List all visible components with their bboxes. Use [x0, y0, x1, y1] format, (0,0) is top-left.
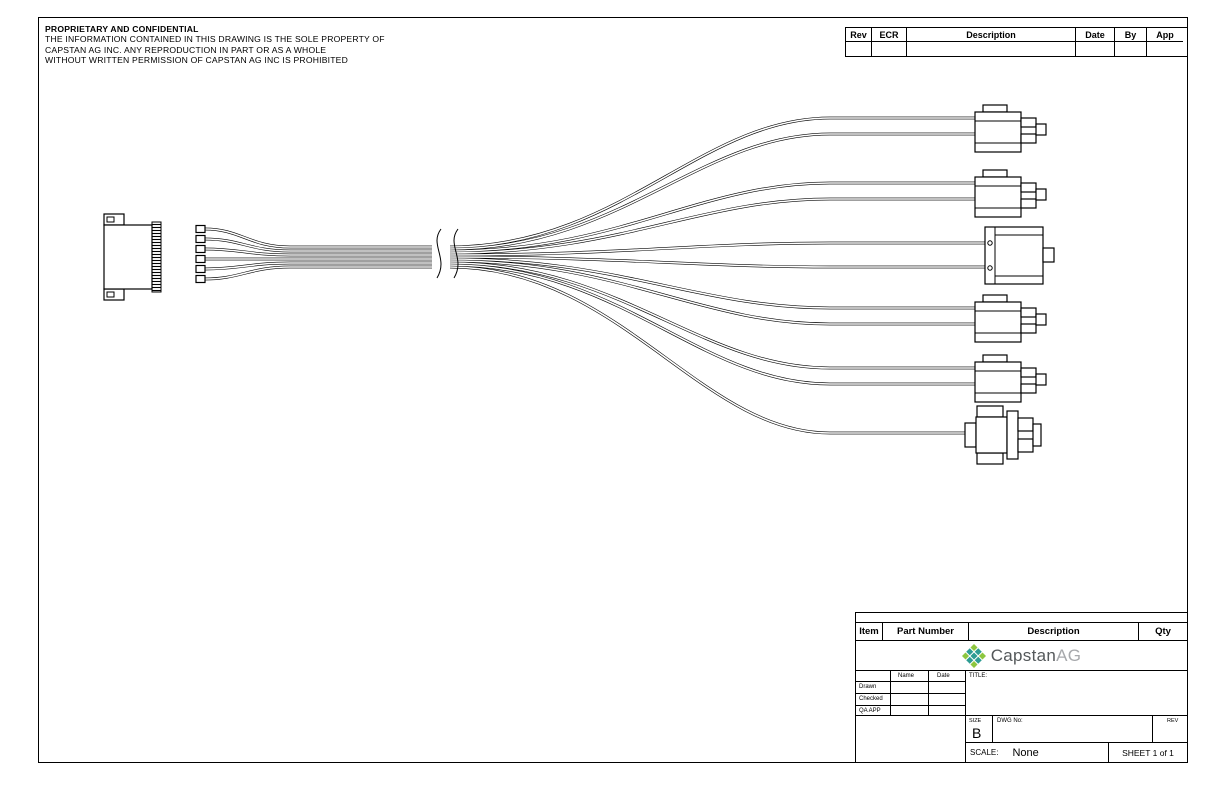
revision-table: Rev ECR Description Date By App — [845, 27, 1188, 57]
approvals-row-qa-app: QA APP — [859, 708, 881, 714]
rev-empty-cell — [846, 42, 872, 56]
proprietary-notice: PROPRIETARY AND CONFIDENTIAL THE INFORMA… — [45, 24, 445, 66]
capstan-logo-text: CapstanAG — [991, 646, 1082, 666]
approvals-name-header: Name — [898, 673, 915, 679]
rev-empty-cell — [1076, 42, 1115, 56]
bom-header-part-number: Part Number — [883, 623, 969, 641]
approvals-date-header: Date — [937, 673, 950, 679]
scale-cell: SCALE: None — [966, 743, 1109, 762]
size-value: B — [972, 725, 982, 741]
capstan-logo-icon — [961, 643, 986, 668]
bom-header-item: Item — [856, 623, 883, 641]
notice-line-1: THE INFORMATION CONTAINED IN THIS DRAWIN… — [45, 34, 385, 45]
rev-empty-cell — [872, 42, 907, 56]
title-block: Item Part Number Description Qty Capstan — [855, 612, 1188, 763]
rev-label: REV — [1167, 718, 1179, 724]
rev-empty-cell — [907, 42, 1076, 56]
title-label: TITLE: — [969, 673, 988, 679]
wire-stubs — [195, 224, 434, 284]
logo-row: CapstanAG — [856, 641, 1187, 671]
wire-bundle — [448, 116, 987, 435]
rev-header-description: Description — [907, 28, 1076, 42]
rev-header-date: Date — [1076, 28, 1115, 42]
title-block-empty-cell — [856, 716, 966, 762]
rev-header-rev: Rev — [846, 28, 872, 42]
approvals-row-drawn: Drawn — [859, 684, 877, 690]
scale-label: SCALE: — [970, 748, 999, 757]
left-connector — [103, 213, 162, 301]
wire-terminals — [195, 224, 206, 284]
connector-3 — [984, 226, 1055, 285]
logo-brand: Capstan — [990, 645, 1057, 665]
rev-header-ecr: ECR — [872, 28, 907, 42]
connector-5 — [974, 354, 1047, 403]
notice-line-3: WITHOUT WRITTEN PERMISSION OF CAPSTAN AG… — [45, 55, 349, 66]
approvals-row-checked: Checked — [859, 696, 883, 702]
break-symbol — [436, 228, 459, 279]
bom-header-description: Description — [969, 623, 1139, 641]
connector-4 — [974, 294, 1047, 343]
scale-value: None — [1012, 746, 1039, 759]
bom-header-qty: Qty — [1139, 623, 1187, 641]
sheet-border — [38, 17, 1188, 763]
approvals-table: Name Date Drawn Checked QA APP — [856, 671, 966, 716]
bom-empty-strip — [856, 613, 1187, 623]
logo-suffix: AG — [1056, 645, 1082, 665]
notice-line-2: CAPSTAN AG INC. ANY REPRODUCTION IN PART… — [45, 44, 327, 55]
title-cell: TITLE: — [966, 671, 1187, 716]
rev-cell: REV — [1153, 716, 1187, 743]
rev-empty-cell — [1115, 42, 1147, 56]
notice-title: PROPRIETARY AND CONFIDENTIAL — [45, 24, 199, 34]
dwg-no-cell: DWG No: — [993, 716, 1153, 743]
connector-6 — [964, 405, 1042, 465]
rev-header-app: App — [1147, 28, 1183, 42]
size-cell: SIZE B — [966, 716, 993, 743]
dwg-no-label: DWG No: — [997, 718, 1023, 724]
sheet-cell: SHEET 1 of 1 — [1109, 743, 1187, 762]
connector-2 — [974, 169, 1047, 218]
rev-header-by: By — [1115, 28, 1147, 42]
size-label: SIZE — [969, 718, 982, 724]
connector-1 — [974, 104, 1047, 153]
sheet-text: SHEET 1 of 1 — [1122, 747, 1174, 758]
